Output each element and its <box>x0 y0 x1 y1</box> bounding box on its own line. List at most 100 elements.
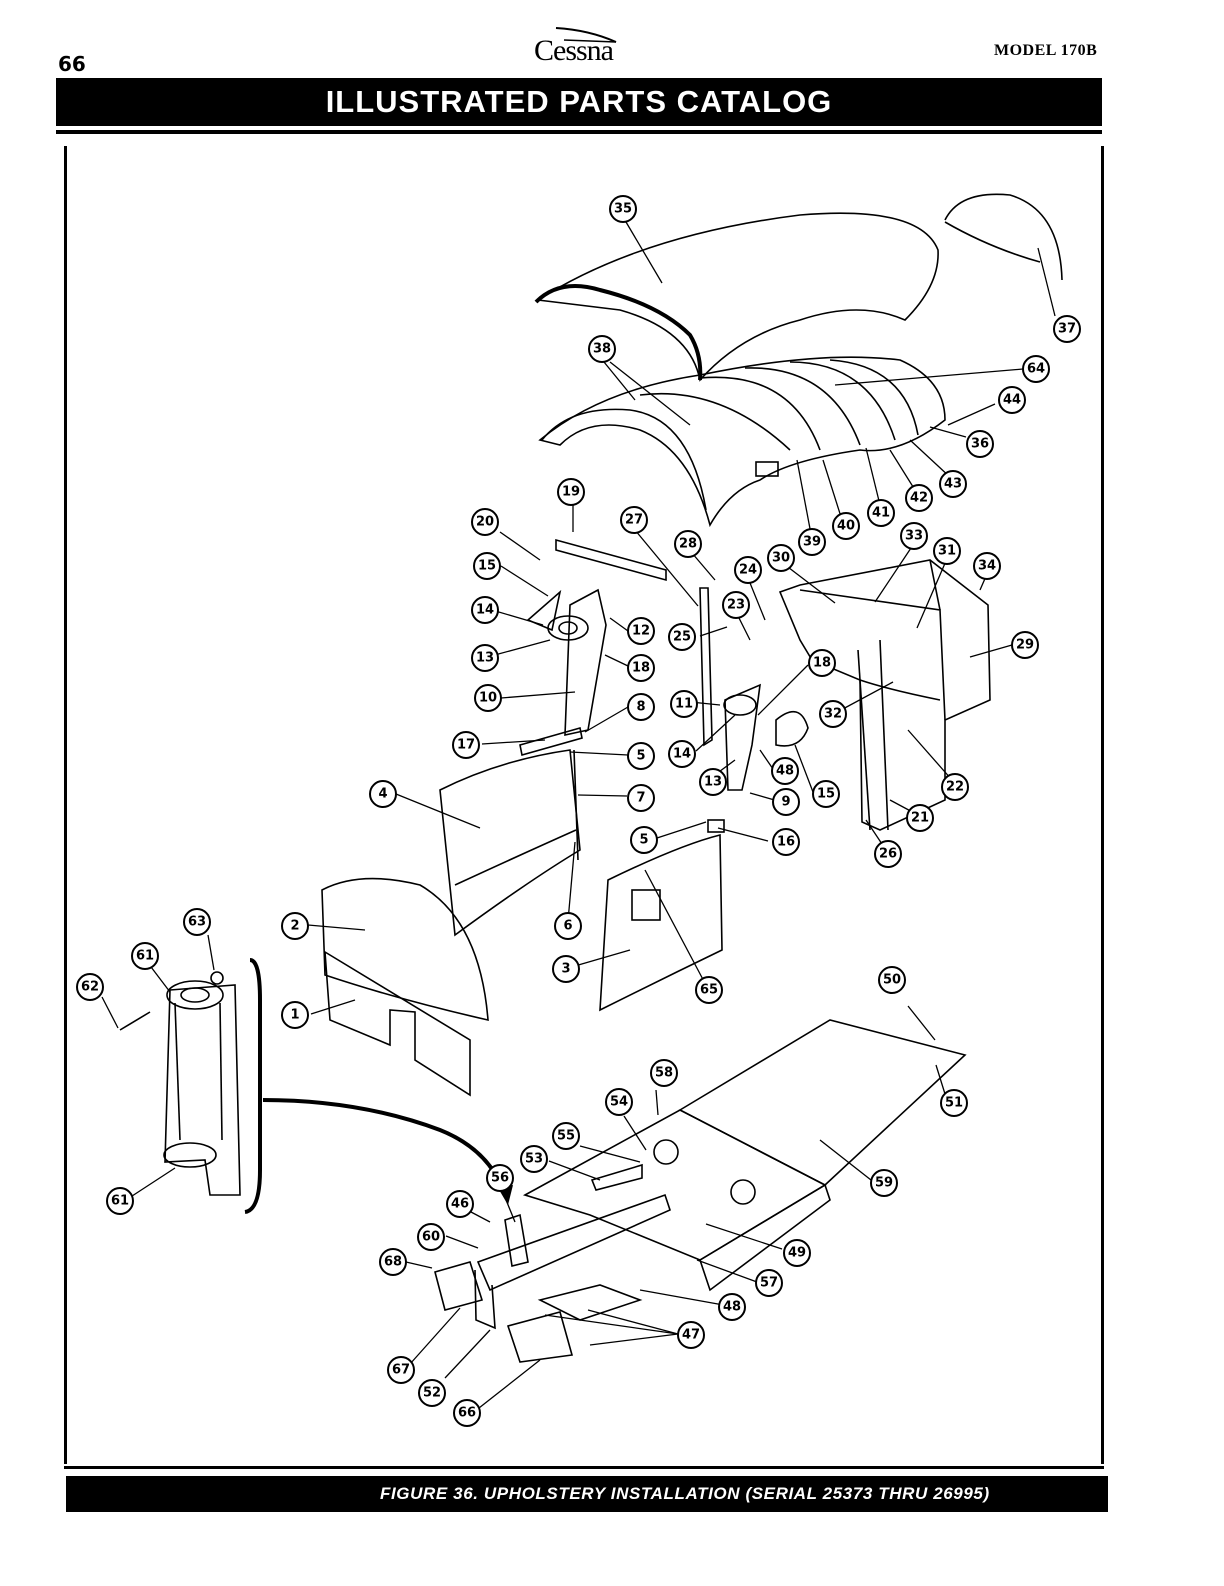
callout-30: 30 <box>767 544 795 572</box>
svg-text:59: 59 <box>875 1176 893 1191</box>
frame-border-bottom <box>64 1466 1104 1469</box>
svg-text:29: 29 <box>1016 638 1034 653</box>
svg-text:11: 11 <box>675 697 693 712</box>
callout-6: 6 <box>554 912 582 940</box>
svg-text:22: 22 <box>946 780 964 795</box>
svg-text:10: 10 <box>479 691 497 706</box>
callout-48b: 48 <box>718 1293 746 1321</box>
svg-text:17: 17 <box>457 738 475 753</box>
callout-16: 16 <box>772 828 800 856</box>
svg-text:5: 5 <box>639 833 648 848</box>
callout-61b: 61 <box>106 1187 134 1215</box>
callout-34: 34 <box>973 552 1001 580</box>
leader-lines <box>101 221 1056 1409</box>
callout-19: 19 <box>557 478 585 506</box>
callout-22: 22 <box>941 773 969 801</box>
part-door-post-left <box>564 588 607 737</box>
svg-text:7: 7 <box>636 791 645 806</box>
callout-1: 1 <box>281 1001 309 1029</box>
callout-13a: 13 <box>471 644 499 672</box>
svg-text:30: 30 <box>772 551 790 566</box>
callout-23: 23 <box>722 591 750 619</box>
callout-35: 35 <box>609 195 637 223</box>
callout-65: 65 <box>695 976 723 1004</box>
callout-63: 63 <box>183 908 211 936</box>
callout-59: 59 <box>870 1169 898 1197</box>
callout-10: 10 <box>474 684 502 712</box>
brand-swoosh-icon <box>555 27 617 43</box>
svg-text:28: 28 <box>679 537 697 552</box>
svg-text:6: 6 <box>563 919 572 934</box>
callout-50: 50 <box>878 966 906 994</box>
callout-11: 11 <box>670 690 698 718</box>
callout-58: 58 <box>650 1059 678 1087</box>
callout-41: 41 <box>867 499 895 527</box>
callout-2: 2 <box>281 912 309 940</box>
frame-border-right <box>1101 146 1104 1464</box>
callout-40: 40 <box>832 512 860 540</box>
svg-text:9: 9 <box>781 795 790 810</box>
callout-32: 32 <box>819 700 847 728</box>
svg-text:47: 47 <box>682 1328 700 1343</box>
callout-64: 64 <box>1022 355 1050 383</box>
callout-46: 46 <box>446 1190 474 1218</box>
callout-54: 54 <box>605 1088 633 1116</box>
svg-text:21: 21 <box>911 811 929 826</box>
svg-text:16: 16 <box>777 835 795 850</box>
svg-text:15: 15 <box>817 787 835 802</box>
svg-text:48: 48 <box>776 764 794 779</box>
callout-13b: 13 <box>699 768 727 796</box>
catalog-title: ILLUSTRATED PARTS CATALOG <box>325 84 833 119</box>
callout-20: 20 <box>471 508 499 536</box>
callout-28: 28 <box>674 530 702 558</box>
part-arrow <box>262 1098 507 1196</box>
callout-17: 17 <box>452 731 480 759</box>
svg-text:49: 49 <box>788 1246 806 1261</box>
callout-21: 21 <box>906 804 934 832</box>
svg-text:64: 64 <box>1027 362 1045 377</box>
svg-text:24: 24 <box>739 563 757 578</box>
brand-name: Cessna <box>534 34 614 67</box>
svg-text:61: 61 <box>136 949 154 964</box>
callout-67: 67 <box>387 1356 415 1384</box>
callout-37: 37 <box>1053 315 1081 343</box>
callout-60: 60 <box>417 1223 445 1251</box>
title-rule <box>56 130 1102 134</box>
svg-text:32: 32 <box>824 707 842 722</box>
part-door-panel <box>439 749 581 937</box>
svg-text:33: 33 <box>905 529 923 544</box>
callout-12: 12 <box>627 617 655 645</box>
title-bar: ILLUSTRATED PARTS CATALOG <box>56 78 1102 126</box>
svg-text:39: 39 <box>803 535 821 550</box>
svg-text:55: 55 <box>557 1129 575 1144</box>
callout-8: 8 <box>627 693 655 721</box>
callout-49: 49 <box>783 1239 811 1267</box>
figure-caption: FIGURE 36. UPHOLSTERY INSTALLATION (SERI… <box>380 1484 990 1503</box>
svg-text:15: 15 <box>478 559 496 574</box>
svg-text:19: 19 <box>562 485 580 500</box>
svg-text:62: 62 <box>81 980 99 995</box>
svg-text:1: 1 <box>290 1008 299 1023</box>
callout-9: 9 <box>772 788 800 816</box>
svg-text:27: 27 <box>625 513 643 528</box>
svg-text:26: 26 <box>879 847 897 862</box>
part-tunnel-cover <box>164 984 241 1196</box>
callout-4: 4 <box>369 780 397 808</box>
callout-14b: 14 <box>668 740 696 768</box>
svg-text:60: 60 <box>422 1230 440 1245</box>
callout-52: 52 <box>418 1379 446 1407</box>
callout-43: 43 <box>939 470 967 498</box>
callout-24: 24 <box>734 556 762 584</box>
svg-text:53: 53 <box>525 1152 543 1167</box>
svg-text:52: 52 <box>423 1386 441 1401</box>
callout-33: 33 <box>900 522 928 550</box>
svg-text:14: 14 <box>476 603 494 618</box>
svg-text:18: 18 <box>813 656 831 671</box>
svg-text:4: 4 <box>378 787 387 802</box>
svg-text:35: 35 <box>614 202 632 217</box>
svg-text:31: 31 <box>938 544 956 559</box>
model-label: MODEL 170B <box>994 42 1098 59</box>
svg-text:13: 13 <box>476 651 494 666</box>
callout-66: 66 <box>453 1399 481 1427</box>
